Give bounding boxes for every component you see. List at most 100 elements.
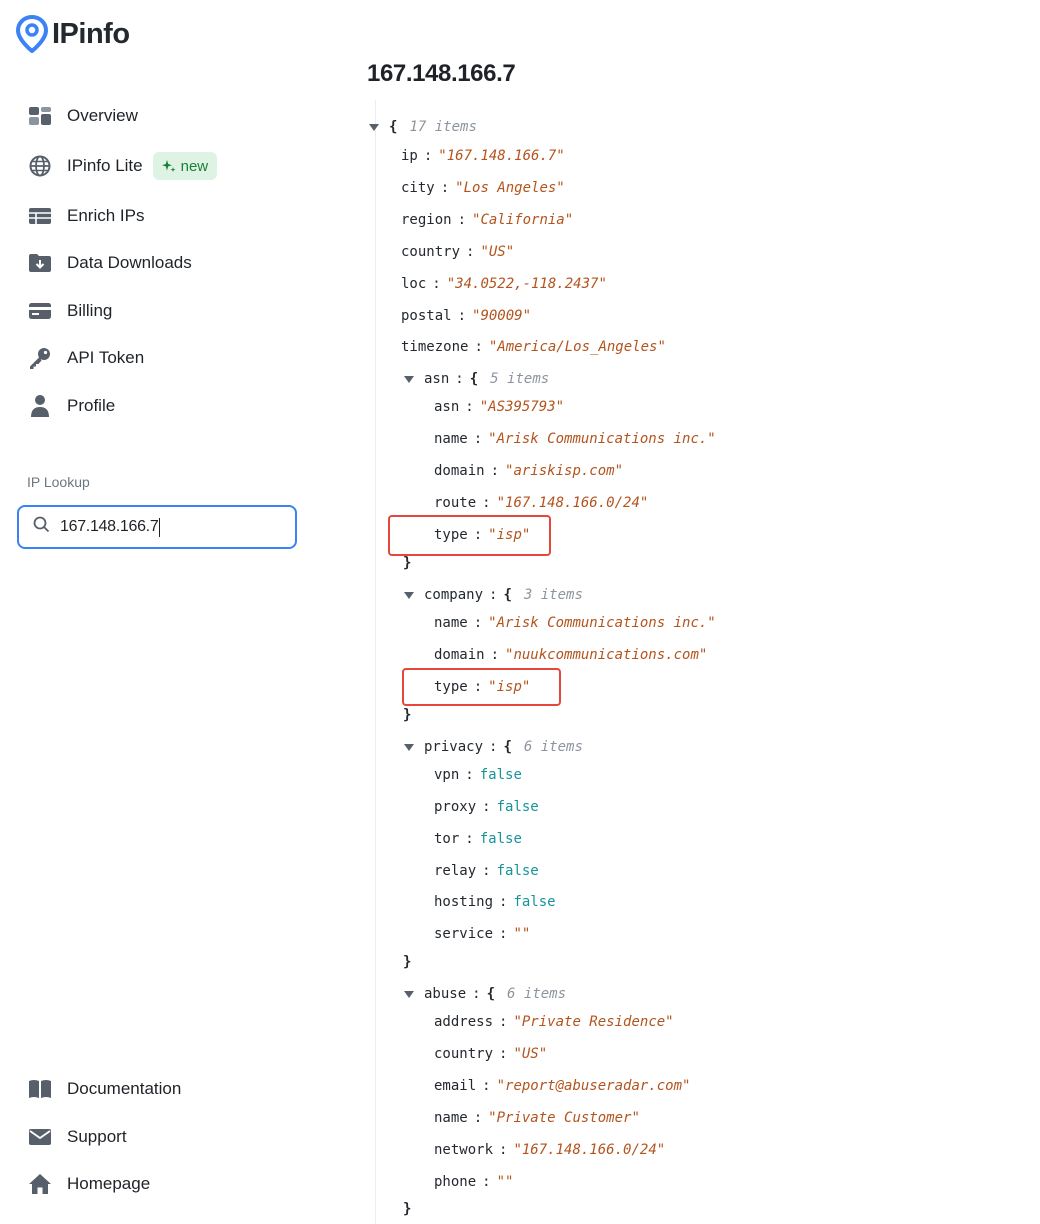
json-row-city: city:"Los Angeles" [401,180,565,196]
user-icon [27,393,53,419]
json-close-company: } [403,707,412,723]
json-object-abuse: abuse:{6 items [404,984,566,1004]
value-company-type: "isp" [488,679,531,695]
json-row-abuse-name: name:"Private Customer" [434,1110,640,1126]
value-postal: "90009" [472,308,532,324]
json-row-region: region:"California" [401,212,574,228]
nav-enrich-ips-label: Enrich IPs [67,206,145,225]
value-privacy-vpn: false [479,767,522,783]
new-badge: new [152,152,218,180]
home-icon [27,1171,53,1197]
logo-text: IPinfo [52,17,130,50]
json-row-asn-name: name:"Arisk Communications inc." [434,431,716,447]
value-asn-name: "Arisk Communications inc." [488,431,716,447]
json-row-abuse-phone: phone:"" [434,1174,514,1190]
key-icon [27,345,53,371]
collapse-asn-toggle[interactable] [404,375,414,383]
nav-ipinfo-lite-label: IPinfo Lite [67,156,143,175]
value-asn-type: "isp" [488,527,531,543]
value-timezone: "America/Los_Angeles" [488,339,666,355]
nav-billing-label: Billing [67,301,113,320]
json-row-asn-asn: asn:"AS395793" [434,399,565,415]
ip-lookup-heading: IP Lookup [27,474,90,490]
nav-support[interactable]: Support [27,1122,127,1152]
root-item-count: 17 items [409,119,477,135]
nav-profile[interactable]: Profile [27,391,115,421]
ip-lookup-search[interactable]: 167.148.166.7 [17,505,297,549]
ip-lookup-input[interactable]: 167.148.166.7 [60,518,159,535]
value-privacy-tor: false [479,831,522,847]
value-privacy-hosting: false [513,894,556,910]
nav-data-downloads-label: Data Downloads [67,253,192,272]
nav-ipinfo-lite[interactable]: IPinfo Lite new [27,151,218,181]
json-row-privacy-relay: relay:false [434,863,539,879]
value-abuse-name: "Private Customer" [488,1110,640,1126]
collapse-company-toggle[interactable] [404,591,414,599]
json-row-privacy-proxy: proxy:false [434,799,539,815]
nav-billing[interactable]: Billing [27,296,112,326]
json-row-company-name: name:"Arisk Communications inc." [434,615,716,631]
json-object-asn: asn:{5 items [404,369,549,389]
globe-icon [27,153,53,179]
value-abuse-network: "167.148.166.0/24" [513,1142,666,1158]
nav-api-token[interactable]: API Token [27,343,144,373]
company-item-count: 3 items [523,587,583,603]
value-privacy-proxy: false [496,799,539,815]
nav-enrich-ips[interactable]: Enrich IPs [27,201,144,231]
nav-homepage[interactable]: Homepage [27,1169,150,1199]
json-object-privacy: privacy:{6 items [404,737,583,757]
json-row-timezone: timezone:"America/Los_Angeles" [401,339,666,355]
json-close-asn: } [403,555,412,571]
nav-overview[interactable]: Overview [27,101,138,131]
collapse-root-toggle[interactable] [369,123,379,131]
content-divider [375,100,376,1224]
asn-item-count: 5 items [490,371,550,387]
location-pin-logo-icon [16,15,48,53]
value-abuse-email: "report@abuseradar.com" [496,1078,691,1094]
envelope-icon [27,1124,53,1150]
nav-support-label: Support [67,1127,127,1146]
nav-overview-label: Overview [67,106,138,125]
json-close-abuse: } [403,1201,412,1217]
value-privacy-relay: false [496,863,539,879]
json-row-postal: postal:"90009" [401,308,532,324]
nav-data-downloads[interactable]: Data Downloads [27,248,192,278]
value-country: "US" [480,244,515,260]
json-row-asn-type: type:"isp" [434,527,531,543]
search-icon [33,516,50,538]
json-row-asn-route: route:"167.148.166.0/24" [434,495,649,511]
value-abuse-address: "Private Residence" [513,1014,674,1030]
highlight-box-asn-type [388,515,551,556]
json-row-privacy-hosting: hosting:false [434,894,556,910]
nav-documentation[interactable]: Documentation [27,1074,181,1104]
value-asn-domain: "ariskisp.com" [505,463,624,479]
json-row-country: country:"US" [401,244,515,260]
abuse-item-count: 6 items [507,986,567,1002]
nav-profile-label: Profile [67,396,116,415]
json-row-privacy-service: service:"" [434,926,531,942]
text-caret [159,517,161,537]
json-row-loc: loc:"34.0522,-118.2437" [401,276,607,292]
json-row-ip: ip:"167.148.166.7" [401,148,565,164]
json-root-line: {17 items [369,117,477,137]
value-company-domain: "nuukcommunications.com" [505,647,708,663]
collapse-abuse-toggle[interactable] [404,990,414,998]
json-row-company-type: type:"isp" [434,679,531,695]
value-company-name: "Arisk Communications inc." [488,615,716,631]
book-icon [27,1076,53,1102]
highlight-box-company-type [402,668,561,706]
collapse-privacy-toggle[interactable] [404,743,414,751]
nav-api-token-label: API Token [67,348,145,367]
ipinfo-logo[interactable]: IPinfo [16,14,130,54]
sparkle-icon [161,160,176,172]
privacy-item-count: 6 items [523,739,583,755]
nav-documentation-label: Documentation [67,1079,182,1098]
nav-homepage-label: Homepage [67,1174,151,1193]
value-loc: "34.0522,-118.2437" [446,276,607,292]
credit-card-icon [27,298,53,324]
page-title: 167.148.166.7 [367,60,516,87]
new-badge-label: new [180,157,209,175]
json-row-asn-domain: domain:"ariskisp.com" [434,463,624,479]
json-row-privacy-vpn: vpn:false [434,767,522,783]
json-row-abuse-address: address:"Private Residence" [434,1014,674,1030]
